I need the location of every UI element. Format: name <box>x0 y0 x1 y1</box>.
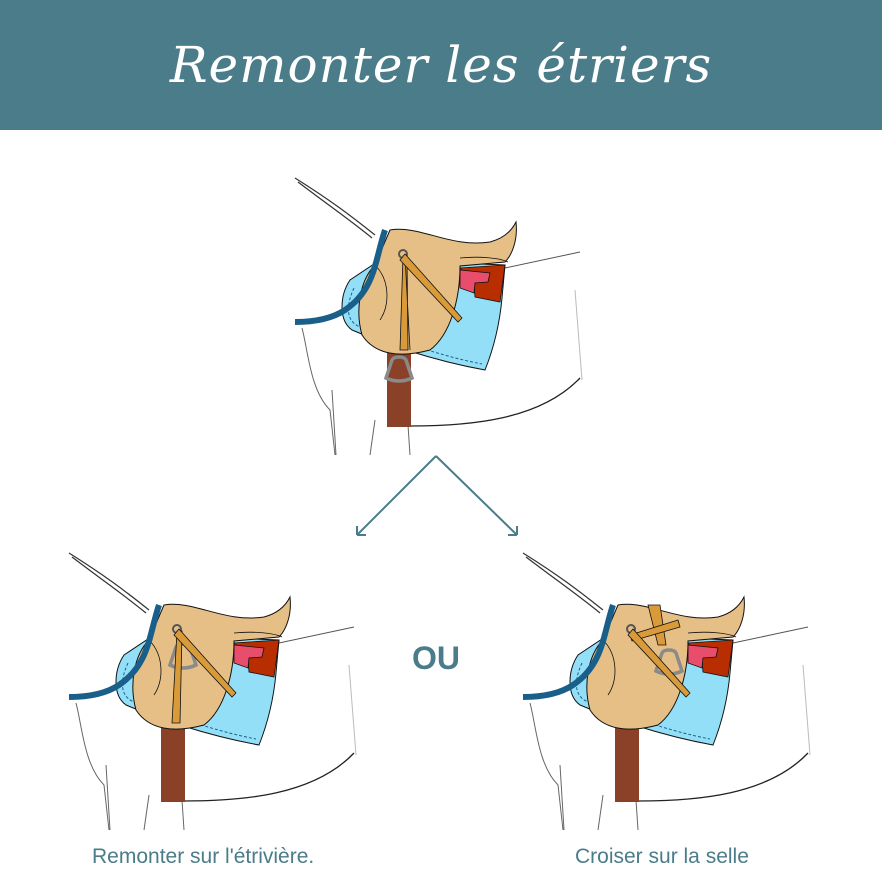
page-title: Remonter les étriers <box>169 36 713 94</box>
or-separator: OU <box>412 640 460 676</box>
caption-crossed: Croiser sur la selle <box>575 845 749 868</box>
header-banner: Remonter les étriers <box>0 0 882 130</box>
saddle-option-crossed <box>523 553 810 830</box>
saddle-initial <box>295 178 582 455</box>
branch-arrows <box>356 455 518 536</box>
caption-run-up: Remonter sur l'étrivière. <box>92 845 315 868</box>
saddle-option-run-up <box>69 553 356 830</box>
